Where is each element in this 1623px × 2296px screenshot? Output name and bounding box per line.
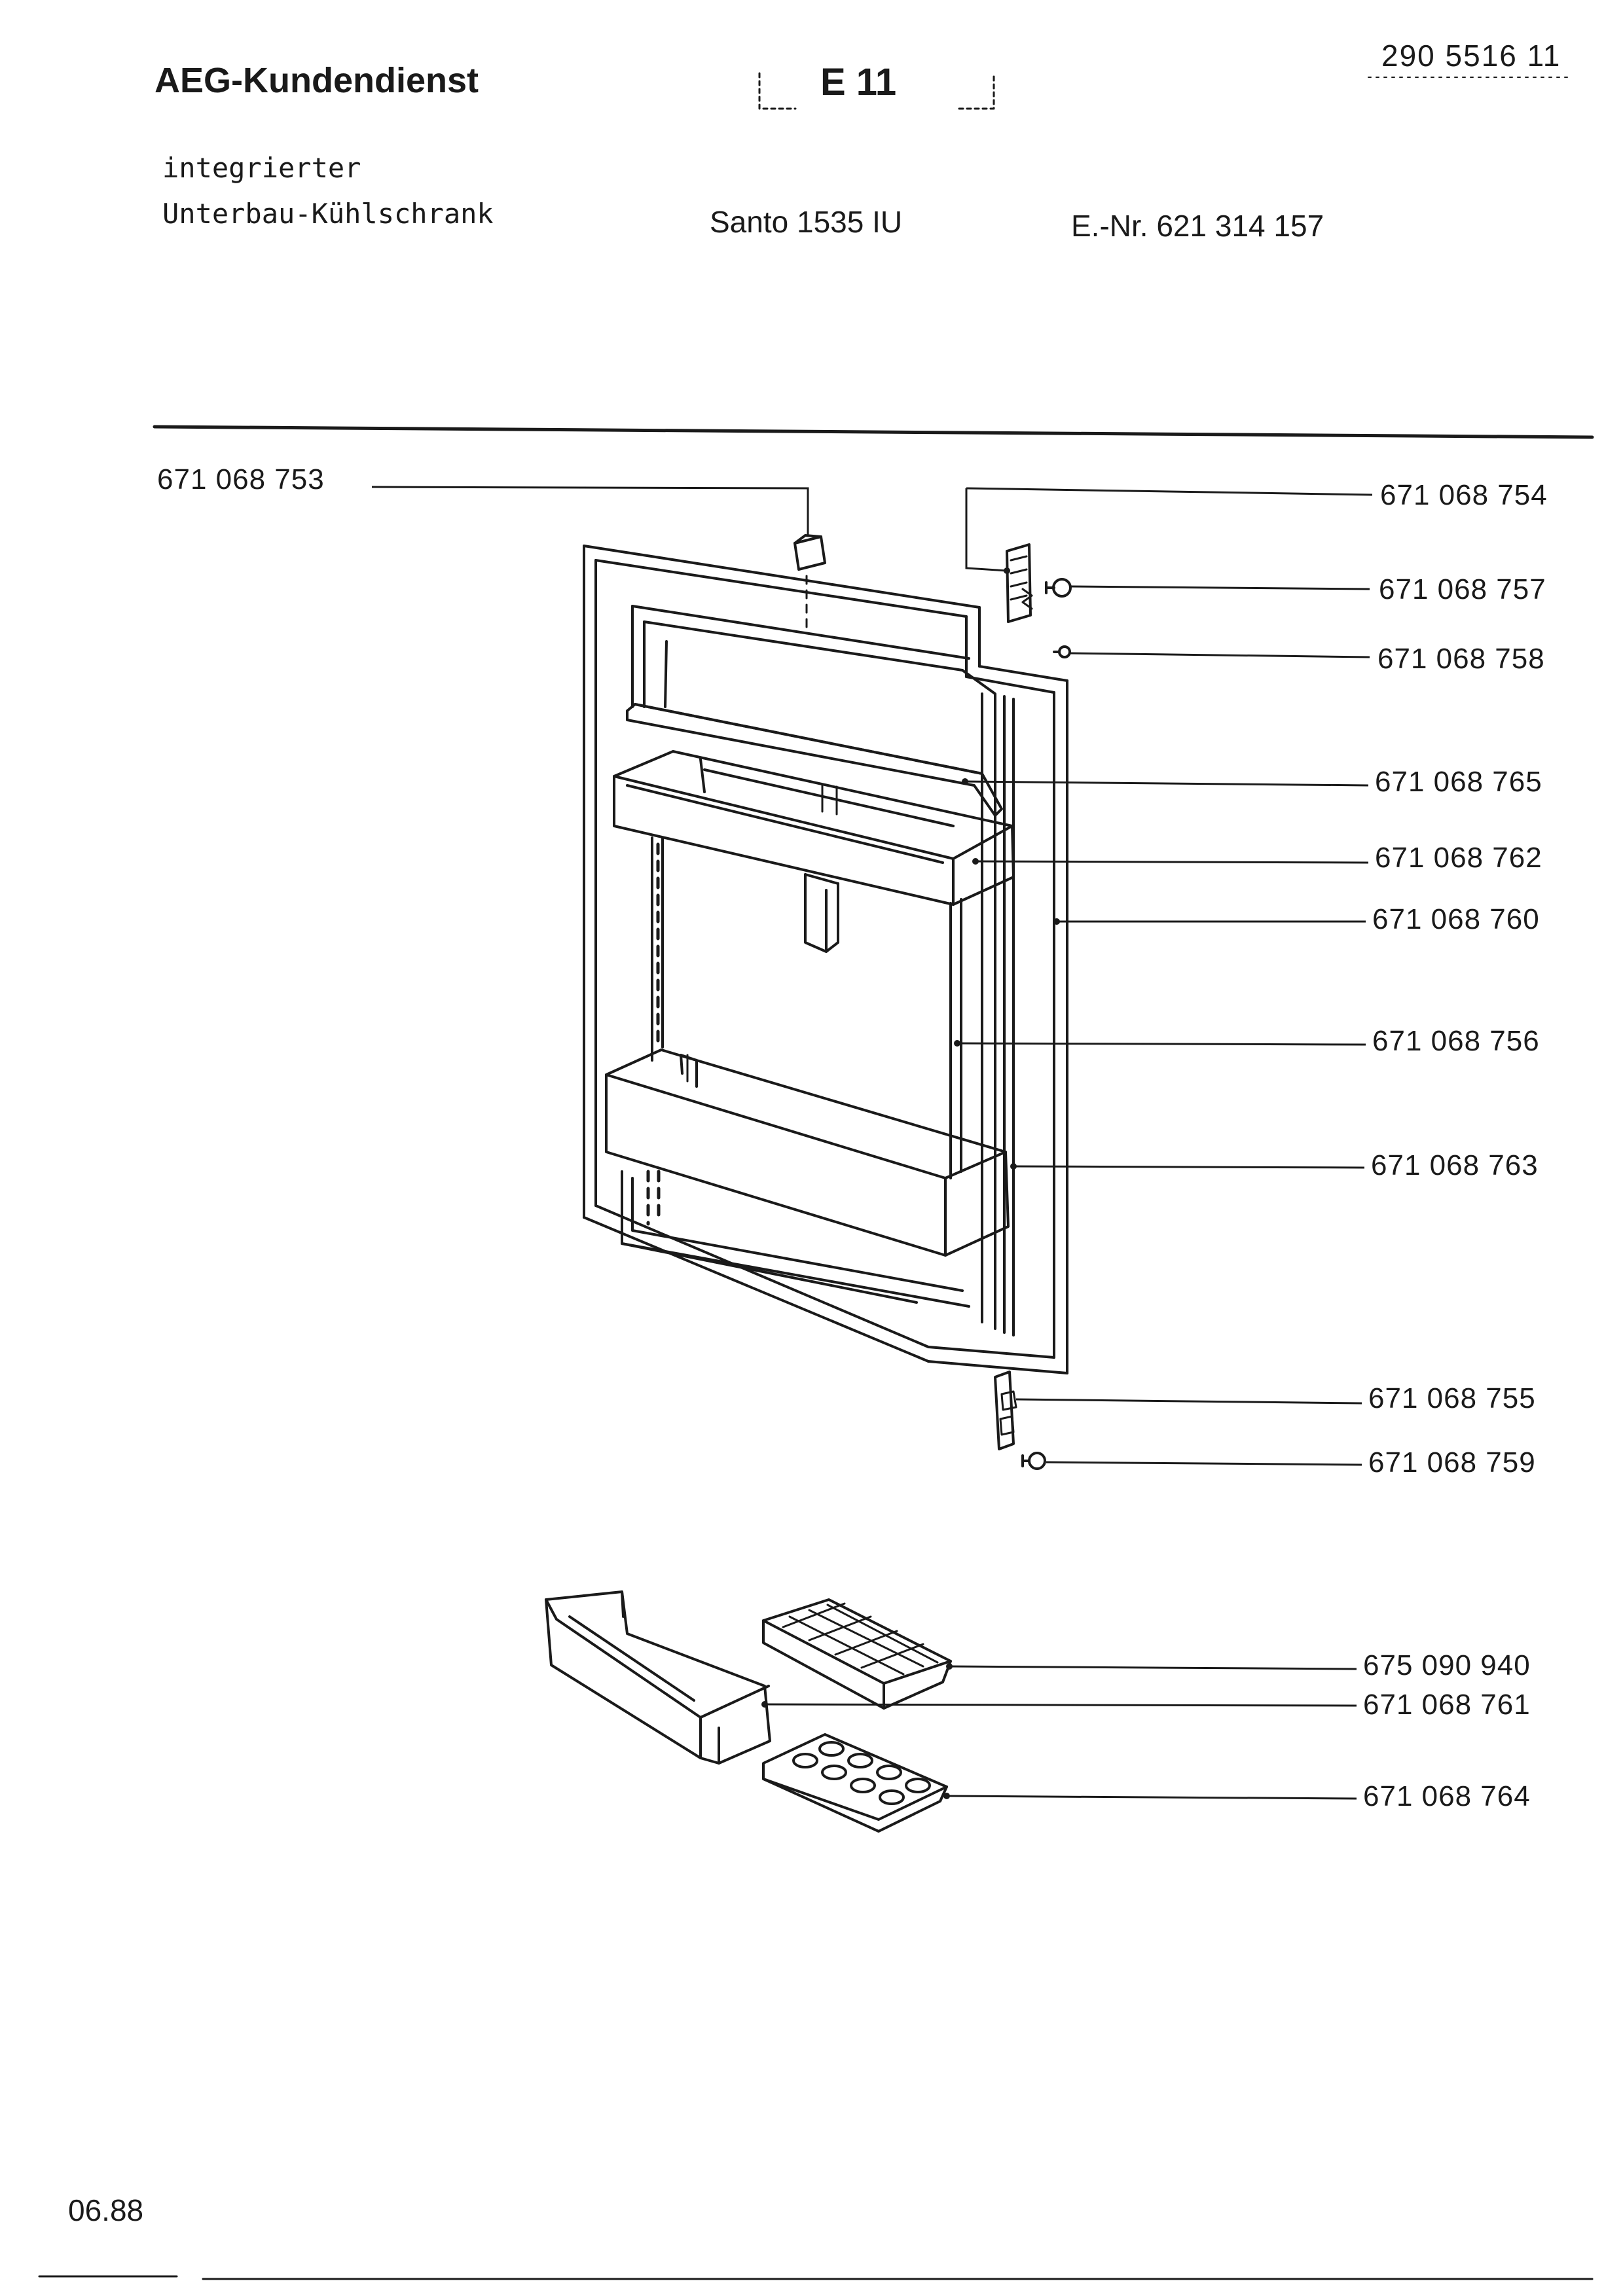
group-code: E 11 — [820, 61, 897, 103]
document-number: 290 5516 11 — [1381, 39, 1561, 73]
part-label: 671 068 760 — [1372, 903, 1540, 935]
egg-tray — [762, 1733, 948, 1833]
brand-title: AEG-Kundendienst — [155, 61, 479, 100]
part-label: 671 068 759 — [1368, 1446, 1536, 1479]
part-label: 671 068 758 — [1377, 643, 1545, 675]
ice-cube-tray — [762, 1598, 952, 1710]
footer-date: 06.88 — [68, 2193, 144, 2227]
pin-758 — [1053, 645, 1071, 658]
group-code-brackets — [758, 72, 995, 110]
spare-door-shelf — [545, 1590, 771, 1765]
hinge-cap — [793, 534, 826, 571]
part-label: 671 068 755 — [1368, 1382, 1536, 1414]
part-label: 671 068 756 — [1372, 1025, 1540, 1057]
lower-door-shelf — [605, 1049, 1010, 1257]
shelf-rack-slots — [646, 842, 661, 1226]
part-label: 671 068 761 — [1363, 1689, 1531, 1721]
header-divider — [153, 425, 1594, 439]
product-description-line2: Unterbau-Kühlschrank — [162, 198, 494, 230]
door-inner-liner — [621, 605, 1015, 1336]
door-vertical-strip — [949, 898, 962, 1179]
leader-lines — [371, 486, 1373, 1800]
part-label: 671 068 753 — [157, 463, 325, 495]
screw-759 — [1021, 1452, 1046, 1470]
part-label: 671 068 757 — [1379, 573, 1546, 605]
lower-hinge-plate — [994, 1371, 1017, 1450]
part-label: 671 068 754 — [1380, 479, 1548, 511]
center-bracket — [804, 873, 839, 953]
upper-hinge-plate — [1006, 543, 1033, 623]
part-label: 671 068 763 — [1371, 1149, 1539, 1181]
screw-757 — [1045, 578, 1072, 598]
e-number: E.-Nr. 621 314 157 — [1071, 209, 1324, 243]
leader-dots — [761, 567, 1060, 1799]
product-description-line1: integrierter — [162, 152, 361, 184]
door-frame — [583, 545, 1068, 1374]
model-name: Santo 1535 IU — [710, 205, 903, 239]
part-label: 671 068 765 — [1375, 766, 1542, 798]
part-label: 671 068 764 — [1363, 1780, 1531, 1812]
upper-bar — [626, 703, 1003, 817]
upper-door-shelf — [613, 750, 1015, 906]
part-label: 675 090 940 — [1363, 1649, 1531, 1681]
part-label: 671 068 762 — [1375, 842, 1542, 874]
